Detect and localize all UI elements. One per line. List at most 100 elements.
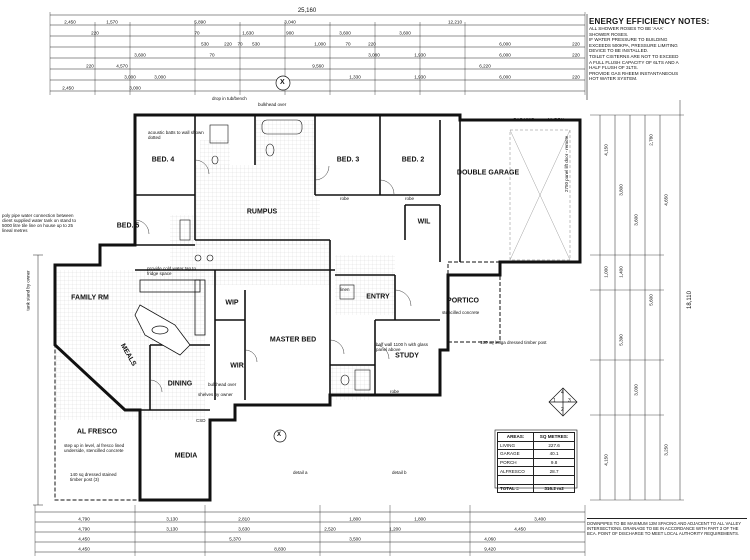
bottom-dim: 4,060 (484, 536, 496, 542)
top-dim: 1,570 (106, 19, 118, 25)
compass-number: 4 (561, 390, 564, 396)
sq-metres-header: SQ METRES: (533, 432, 575, 442)
top-dim: 3,000 (129, 85, 141, 91)
robe-label-bed3: robe (340, 196, 350, 201)
top-dim: 3,000 (154, 74, 166, 80)
top-dim: 900 (286, 30, 294, 36)
room-label-al-fresco: AL FRESCO (76, 428, 118, 436)
top-dim: 3,080 (368, 52, 380, 58)
bottom-dim: 4,450 (514, 526, 526, 532)
bottom-dim: 4,790 (78, 516, 90, 522)
top-dim: 2,450 (62, 85, 74, 91)
internal-walls (135, 115, 461, 411)
robe-label-bed2: robe (405, 196, 415, 201)
external-walls (53, 113, 582, 502)
bottom-dim: 3,500 (349, 536, 361, 542)
notes-line: PROVIDE GAS RHEEM INSTANTANEOUS (589, 70, 679, 76)
top-dim: 70 (209, 52, 215, 58)
room-label-bed5: BED. 5 (116, 222, 140, 230)
detail-a-label: detail a (293, 470, 308, 475)
csd-label: CSD (196, 418, 206, 423)
right-dim: 1,400 (618, 266, 624, 278)
notes-line: HOT WATER SYSTEM. (589, 76, 638, 82)
area-value: 9.8 (533, 457, 575, 468)
top-dim: 3,600 (399, 30, 411, 36)
top-dim: 6,000 (499, 74, 511, 80)
bottom-dim: 3,130 (166, 526, 178, 532)
cold-water-note: provide cold water tap to fridge space (147, 266, 197, 276)
room-label-entry: ENTRY (366, 293, 390, 301)
room-label-family-rm: FAMILY RM (71, 294, 109, 302)
right-dim: 4,150 (603, 144, 609, 156)
garage-area (509, 129, 571, 261)
top-dim: 4,570 (116, 63, 128, 69)
notes-line: EXCEEDS 500kPa, PRESSURE LIMITING (589, 42, 678, 48)
notes-line: ALL SHOWER ROSES TO BE 'AAA' (589, 26, 664, 31)
bottom-dim: 1,800 (349, 516, 361, 522)
areas-header-row: AREAS: SQ METRES: (496, 432, 575, 442)
detail-b-label: detail b (392, 470, 407, 475)
area-value: 28.7 (533, 466, 575, 476)
top-dim: 220 (572, 74, 580, 80)
right-dim: 4,650 (663, 194, 669, 206)
section-marker-x-bottom: X (277, 432, 282, 438)
top-dim: 3,000 (124, 74, 136, 80)
area-name: PORCH (496, 457, 535, 468)
bottom-dim: 3,400 (534, 516, 546, 522)
bottom-dim: 4,450 (78, 546, 90, 552)
door-swings (134, 159, 412, 393)
table-row-total: TOTAL =316.2 m2 (496, 483, 575, 494)
compass-number: 1 (553, 398, 556, 404)
room-label-rumpus: RUMPUS (246, 208, 278, 216)
top-dim: 1,930 (414, 52, 426, 58)
gas-hws-label: GAS HWS (513, 117, 535, 122)
left-dimension-lines (33, 254, 43, 506)
room-label-double-garage: DOUBLE GARAGE (456, 169, 520, 177)
alfresco-outline (54, 343, 141, 501)
bottom-dim: 5,370 (229, 536, 241, 542)
room-label-dining: DINING (167, 380, 193, 388)
room-label-media: MEDIA (174, 452, 198, 460)
drop-in-tub-note: drop in tub/bench (212, 96, 247, 101)
room-label-bed2: BED. 2 (401, 156, 425, 164)
top-dim: 220 (572, 41, 580, 47)
right-dim: 5,600 (648, 294, 654, 306)
compass-number: 2 (561, 407, 564, 413)
room-label-master-bed: MASTER BED (269, 336, 317, 344)
area-name: GARAGE (496, 449, 535, 459)
right-dim: 5,390 (618, 334, 624, 346)
compass-number: 3 (568, 398, 571, 404)
top-dim: 1,330 (349, 74, 361, 80)
top-dim: 5,890 (194, 19, 206, 25)
top-dim: 220 (572, 52, 580, 58)
table-row (496, 474, 575, 485)
area-name: LIVING (496, 440, 535, 451)
right-dim: 2,780 (648, 134, 654, 146)
poly-pipe-note: poly pipe water connection between clien… (2, 213, 77, 233)
top-dim: 220 (224, 41, 232, 47)
top-dim: 1,930 (414, 74, 426, 80)
compass-symbol (548, 387, 578, 417)
notes-line: IF WATER PRESSURE TO BUILDING (589, 37, 668, 43)
half-wall-note: half wall 1100 h with glass panel above (376, 342, 428, 352)
bottom-dim: 1,800 (414, 516, 426, 522)
top-dim: 220 (91, 30, 99, 36)
section-marker-circles (273, 75, 291, 443)
right-dim: 4,150 (603, 454, 609, 466)
dressed-post-note: 150 sq ledga dressed timber post (480, 340, 547, 345)
bulkhead-note-wir: bulkhead over (208, 382, 237, 387)
notes-line: DEVICE TO BE INSTALLED. (589, 48, 649, 54)
top-dim: 530 (201, 41, 209, 47)
top-dim: 9,560 (312, 63, 324, 69)
bottom-dim: 4,450 (78, 536, 90, 542)
garage-door-note: 2750 panel lift door - remote (564, 135, 569, 192)
right-dimension-lines (590, 100, 684, 501)
tank-stand-note: tank stand by owner (25, 270, 31, 311)
top-dim: 2,450 (64, 19, 76, 25)
notes-title: ENERGY EFFICIENCY NOTES: (589, 17, 710, 26)
